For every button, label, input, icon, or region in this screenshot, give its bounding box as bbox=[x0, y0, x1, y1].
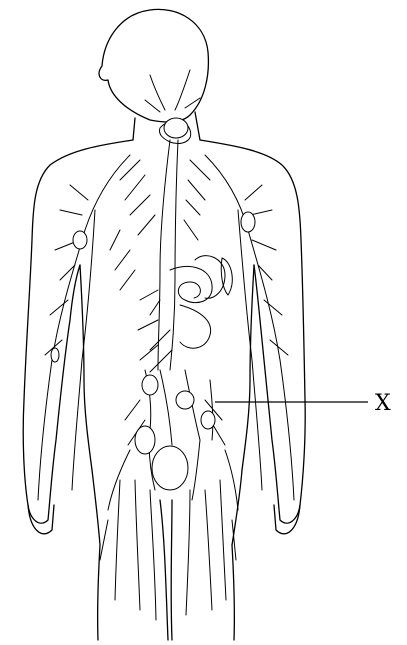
abdominal-branches bbox=[138, 290, 172, 372]
pelvic-node bbox=[135, 426, 155, 454]
neck-vessels bbox=[145, 70, 200, 112]
left-axillary-node bbox=[73, 231, 87, 249]
inguinal-node-right bbox=[201, 411, 215, 429]
left-arm-vessels-2 bbox=[72, 210, 95, 490]
cervical-node bbox=[164, 118, 188, 138]
label-x: X bbox=[375, 391, 391, 416]
left-shoulder-arm-outline bbox=[23, 140, 133, 523]
left-arm-vessels bbox=[38, 155, 130, 500]
spleen bbox=[221, 258, 232, 295]
right-hand-outline bbox=[274, 505, 300, 534]
body-outline bbox=[23, 9, 305, 640]
inner-legs-outline bbox=[160, 500, 172, 640]
label-x-callout: X bbox=[215, 391, 391, 416]
right-leg-outline bbox=[232, 545, 234, 640]
right-shoulder-arm-outline bbox=[200, 140, 305, 523]
right-axillary-node bbox=[241, 212, 255, 232]
intestine bbox=[170, 256, 225, 349]
left-hand-outline bbox=[28, 505, 54, 534]
bladder bbox=[152, 446, 188, 490]
left-elbow-node bbox=[51, 348, 59, 362]
thoracic-duct-right bbox=[170, 140, 178, 370]
head-outline bbox=[99, 9, 208, 122]
right-arm-vessels bbox=[205, 155, 294, 500]
inguinal-node-left bbox=[142, 375, 158, 395]
inguinal-node-center bbox=[176, 391, 194, 409]
leg-vessels bbox=[100, 480, 236, 620]
